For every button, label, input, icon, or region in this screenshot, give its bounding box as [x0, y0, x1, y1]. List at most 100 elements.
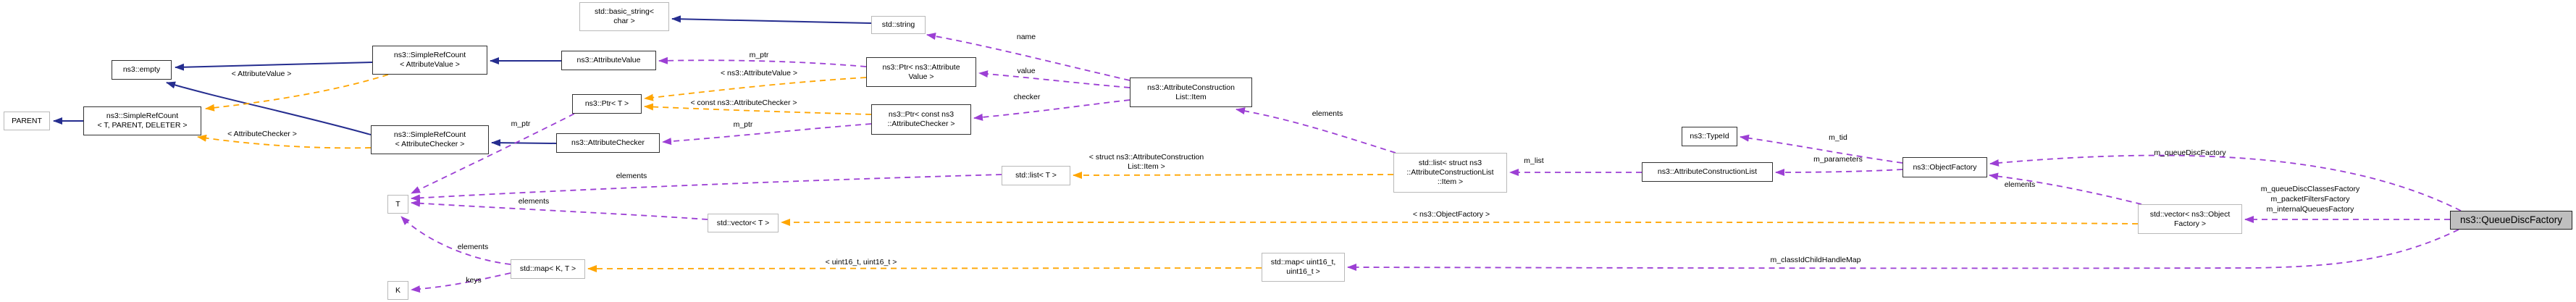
edge-member-14 — [978, 70, 1130, 88]
node-attributechecker[interactable]: ns3::AttributeChecker — [556, 133, 660, 153]
node-label-line: ns3::SimpleRefCount — [393, 130, 466, 140]
node-string: std::string — [871, 16, 926, 34]
edge-member-27 — [411, 174, 1002, 202]
node-label-line: ns3::Ptr< T > — [584, 99, 629, 109]
node-queuediscfactory: ns3::QueueDiscFactory — [2450, 211, 2572, 230]
node-label-line: ns3::AttributeChecker — [571, 138, 645, 148]
edge-member-11 — [662, 123, 872, 146]
edge-member-29 — [411, 272, 511, 293]
edge-inheritance-1 — [175, 62, 373, 71]
node-label-line: std::map< K, T > — [519, 264, 576, 274]
node-attributeconstructionlist[interactable]: ns3::AttributeConstructionList — [1642, 162, 1773, 182]
edge-member-19 — [1740, 134, 1903, 164]
edge-label: elements — [518, 197, 550, 206]
node-label-line: std::vector< T > — [716, 218, 770, 227]
edge-member-15 — [973, 99, 1130, 121]
node-label-line: Factory > — [2173, 219, 2207, 228]
node-simplerefcount-attributevalue[interactable]: ns3::SimpleRefCount< AttributeValue > — [372, 46, 487, 75]
node-label-line: std::string — [881, 20, 915, 30]
edge-label: m_parameters — [1813, 155, 1863, 164]
node-label-line: ns3::TypeId — [1690, 132, 1729, 141]
node-basic-string-char: std::basic_string<char > — [579, 2, 669, 31]
node-label-line: ns3::AttributeConstructionList — [1657, 167, 1758, 177]
node-ptr-t[interactable]: ns3::Ptr< T > — [572, 94, 642, 114]
edge-label: m_queueDiscClassesFactory — [2260, 185, 2360, 193]
edge-label: name — [1016, 33, 1036, 41]
node-simplerefcount-attributechecker[interactable]: ns3::SimpleRefCount< AttributeChecker > — [371, 125, 489, 154]
node-t: T — [387, 195, 408, 214]
edge-template-10 — [644, 103, 872, 115]
edge-label: m_ptr — [749, 51, 769, 59]
edge-inheritance-7 — [671, 15, 872, 24]
node-label-line: uint16_t > — [1286, 267, 1320, 276]
edge-label: < ns3::ObjectFactory > — [1412, 210, 1490, 219]
node-label-line: std::vector< ns3::Object — [2149, 209, 2231, 219]
node-label-line: ns3::SimpleRefCount — [393, 51, 466, 60]
node-label-line: ns3::empty — [122, 65, 161, 75]
edge-member-20 — [1775, 168, 1903, 176]
node-label-line: char > — [613, 17, 635, 25]
edge-member-22 — [1989, 154, 2462, 211]
edge-label: keys — [466, 276, 482, 285]
edge-member-21 — [1989, 172, 2142, 205]
edge-label: m_classIdChildHandleMap — [1770, 256, 1861, 264]
edge-label: m_ptr — [733, 120, 753, 129]
node-label-line: Value > — [908, 72, 934, 81]
edge-label: checker — [1013, 93, 1041, 101]
node-map-uint16-uint16: std::map< uint16_t,uint16_t > — [1262, 253, 1345, 282]
edge-label: elements — [457, 243, 489, 251]
edge-label: < AttributeChecker > — [227, 130, 297, 138]
edge-member-12 — [411, 113, 575, 194]
node-label-line: ns3::AttributeValue — [576, 56, 641, 65]
node-label-line: < T, PARENT, DELETER > — [97, 121, 188, 130]
node-parent: PARENT — [4, 112, 50, 130]
node-label-line: std::list< struct ns3 — [1418, 159, 1482, 168]
edge-label: elements — [616, 172, 647, 180]
edge-label: elements — [2004, 180, 2036, 189]
edge-label: m_ptr — [511, 119, 531, 128]
node-label-line: ::Item > — [1437, 177, 1464, 186]
node-label-line: < AttributeValue > — [400, 60, 460, 69]
node-label-line: std::map< uint16_t, — [1270, 258, 1336, 267]
edge-member-8 — [658, 56, 867, 67]
edge-template-30 — [587, 264, 1262, 272]
node-label-line: T — [395, 199, 400, 209]
node-label-line: ns3::SimpleRefCount — [106, 112, 179, 121]
node-list-t: std::list< T > — [1002, 166, 1070, 185]
node-typeid[interactable]: ns3::TypeId — [1682, 127, 1737, 146]
node-label-line: K — [395, 285, 400, 295]
node-label-line: ::AttributeConstructionList — [1406, 168, 1494, 177]
edge-inheritance-2 — [166, 81, 372, 135]
node-ptr-const-attributechecker[interactable]: ns3::Ptr< const ns3::AttributeChecker > — [871, 104, 971, 135]
edge-member-13 — [926, 33, 1130, 81]
edge-label: m_queueDiscFactory — [2154, 148, 2226, 157]
edge-label: m_tid — [1829, 133, 1847, 142]
node-simplerefcount-t-parent-deleter[interactable]: ns3::SimpleRefCount< T, PARENT, DELETER … — [83, 106, 201, 135]
node-k: K — [387, 281, 408, 300]
node-label-line: ::AttributeChecker > — [887, 119, 955, 128]
node-label-line: ns3::Ptr< const ns3 — [888, 110, 955, 119]
edge-label: m_list — [1524, 156, 1544, 165]
edge-template-9 — [644, 77, 867, 101]
edge-member-26 — [411, 199, 708, 220]
node-objectfactory[interactable]: ns3::ObjectFactory — [1902, 157, 1987, 177]
edge-label: < AttributeValue > — [231, 70, 292, 78]
node-label-line: ns3::AttributeConstruction — [1147, 83, 1235, 92]
edge-member-28 — [400, 216, 511, 265]
node-empty[interactable]: ns3::empty — [112, 60, 172, 80]
node-label-line: List::Item — [1175, 92, 1207, 101]
node-label-line: < AttributeChecker > — [395, 140, 465, 148]
node-list-struct-item: std::list< struct ns3::AttributeConstruc… — [1393, 153, 1507, 193]
edge-label: elements — [1312, 109, 1343, 118]
edge-label: m_internalQueuesFactory — [2266, 205, 2354, 214]
edge-label: < const ns3::AttributeChecker > — [690, 98, 797, 107]
edge-label: < ns3::AttributeValue > — [720, 69, 798, 77]
node-label-line: std::basic_string< — [594, 7, 654, 17]
node-map-k-t: std::map< K, T > — [511, 259, 585, 279]
node-attributevalue[interactable]: ns3::AttributeValue — [561, 51, 656, 70]
